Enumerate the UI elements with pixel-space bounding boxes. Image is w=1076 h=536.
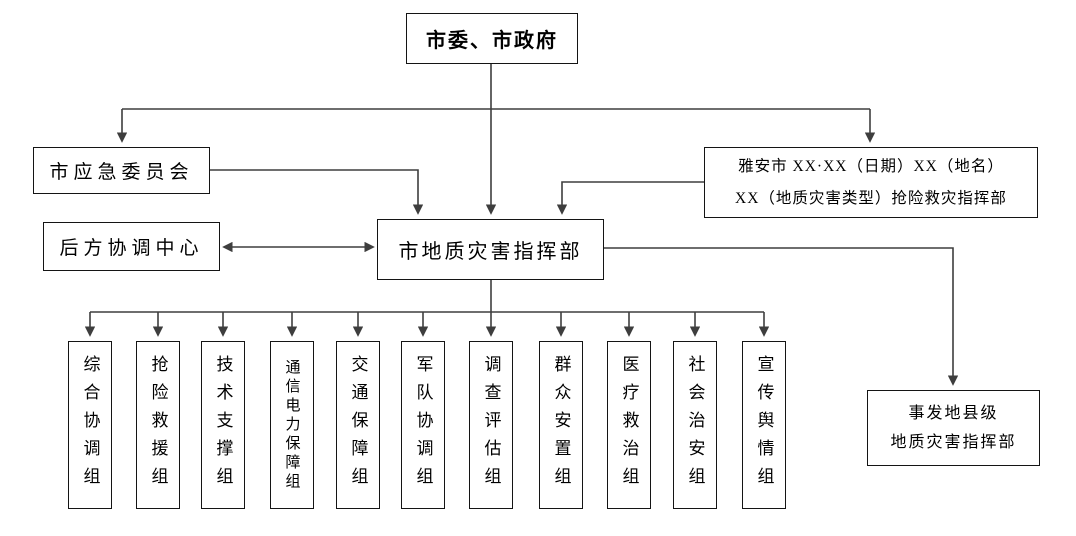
node-group-communication-power: 通信电力保障组	[270, 341, 314, 509]
node-government-label: 市委、市政府	[426, 30, 558, 52]
node-incident-hq: 雅安市 XX·XX（日期）XX（地名） XX（地质灾害类型）抢险救灾指挥部	[704, 147, 1038, 218]
node-city-hq-label: 市地质灾害指挥部	[398, 241, 583, 263]
node-group-comprehensive-coordination: 综合协调组	[68, 341, 112, 509]
node-emergency-committee-label: 市应急委员会	[49, 162, 194, 183]
node-group-rescue: 抢险救援组	[136, 341, 180, 509]
node-incident-hq-line2: XX（地质灾害类型）抢险救灾指挥部	[735, 189, 1007, 207]
node-emergency-committee: 市应急委员会	[33, 147, 210, 194]
node-group-publicity-opinion: 宣传舆情组	[742, 341, 786, 509]
node-group-military-coordination: 军队协调组	[401, 341, 445, 509]
node-group-public-security: 社会治安组	[673, 341, 717, 509]
edge-cityhq-to-county	[604, 247, 959, 386]
node-city-hq: 市地质灾害指挥部	[377, 219, 604, 280]
node-county-hq-line2: 地质灾害指挥部	[890, 434, 1017, 451]
node-group-medical-treatment: 医疗救治组	[607, 341, 651, 509]
node-group-investigation-evaluation: 调查评估组	[469, 341, 513, 509]
node-county-hq-line1: 事发地县级	[908, 405, 999, 422]
node-group-resettlement: 群众安置组	[539, 341, 583, 509]
node-government: 市委、市政府	[406, 13, 578, 64]
node-group-transportation: 交通保障组	[336, 341, 380, 509]
node-rear-coordination-label: 后方协调中心	[59, 238, 204, 259]
node-incident-hq-line1: 雅安市 XX·XX（日期）XX（地名）	[738, 157, 1004, 175]
edge-incident-to-cityhq	[556, 181, 704, 215]
node-group-technical-support: 技术支撑组	[201, 341, 245, 509]
node-county-hq: 事发地县级 地质灾害指挥部	[867, 390, 1040, 466]
node-rear-coordination: 后方协调中心	[43, 222, 220, 271]
edge-emergency-to-cityhq	[210, 169, 424, 215]
